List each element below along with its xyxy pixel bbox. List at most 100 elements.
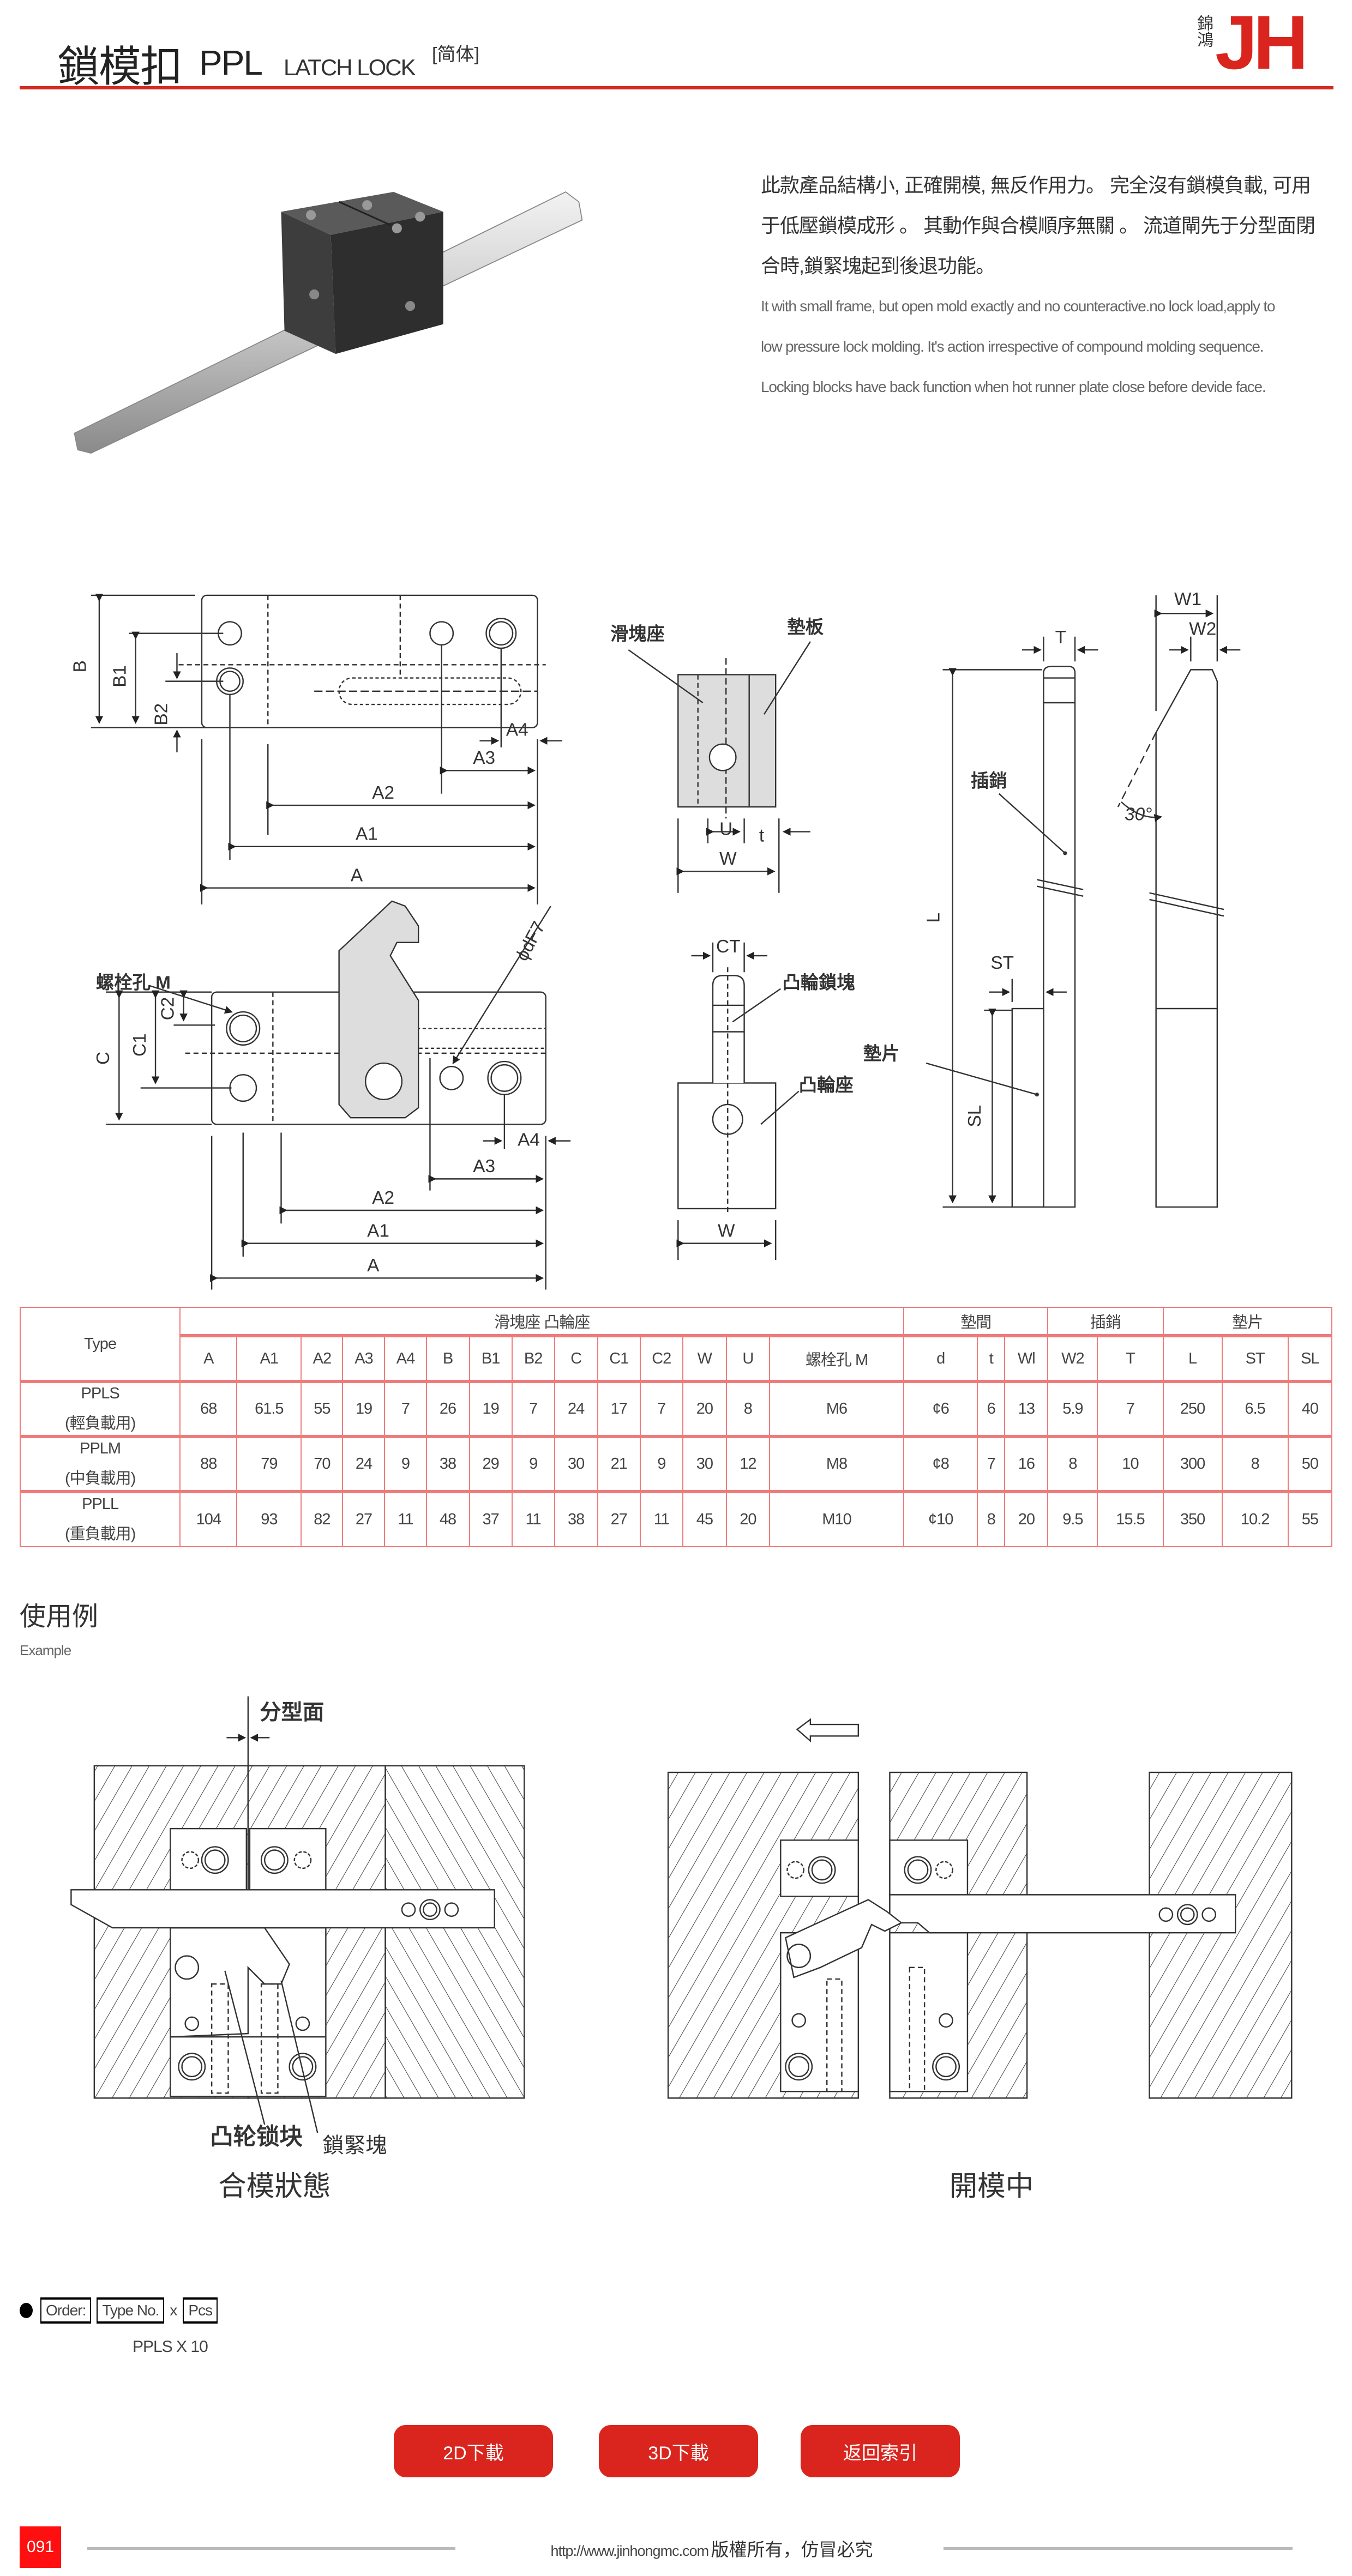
dim-label-A2: A2 [372, 1188, 394, 1208]
table-cell: 82 [301, 1490, 344, 1547]
table-cell: 7 [977, 1435, 1006, 1492]
table-cell: 12 [725, 1435, 770, 1492]
type-load: (輕負載用) [64, 1415, 136, 1432]
table-cell: 11 [639, 1490, 683, 1547]
table-cell: 45 [682, 1490, 727, 1547]
label-slide-seat: 滑塊座 [610, 624, 665, 644]
pin-side-drawing [1117, 595, 1241, 1208]
logo-chinese-text: 錦鴻 [1194, 15, 1212, 47]
order-example: PPLS X 10 [133, 2338, 208, 2356]
table-cell: 11 [384, 1490, 427, 1547]
dim-label-A3: A3 [473, 1156, 495, 1177]
usage-closed-drawing [70, 1696, 525, 2133]
table-column-header: B1 [468, 1334, 513, 1382]
table-column-header: A1 [236, 1334, 302, 1382]
table-type-cell: PPLM(中負載用) [19, 1435, 181, 1492]
footer-url-link[interactable]: http://www.jinhongmc.com [550, 2543, 709, 2559]
table-cell: M6 [768, 1380, 905, 1437]
table-column-header: T [1097, 1334, 1164, 1382]
table-cell: ¢8 [903, 1435, 978, 1492]
language-switch-link[interactable]: [简体] [432, 44, 479, 65]
caption-opening-state: 開模中 [950, 2170, 1034, 2201]
pin-front-drawing [926, 636, 1098, 1208]
table-cell: 104 [179, 1490, 238, 1547]
description-cn-line: 此款產品結構小, 正確開模, 無反作用力。 完全沒有鎖模負載, 可用 [761, 174, 1311, 196]
description-en-line: Locking blocks have back function when h… [761, 378, 1266, 395]
table-cell: 6.5 [1221, 1380, 1289, 1437]
table-column-header: A2 [301, 1334, 344, 1382]
table-type-cell: PPLL(重負載用) [19, 1490, 181, 1547]
brand-logo: 錦鴻 JH [1194, 0, 1325, 85]
table-cell: 7 [511, 1380, 555, 1437]
table-cell: 38 [554, 1490, 598, 1547]
download-2d-button[interactable]: 2D下載 [394, 2425, 553, 2477]
table-cell: 20 [682, 1380, 727, 1437]
description-cn-line: 于低壓鎖模成形 。 其動作與合模順序無關 。 流道閘先于分型面閉 [761, 214, 1315, 237]
label-cam-lock: 凸轮锁块 [210, 2123, 303, 2149]
header-divider [20, 86, 1333, 89]
table-column-header: B2 [511, 1334, 555, 1382]
table-cell: 9 [384, 1435, 427, 1492]
table-cell: 37 [468, 1490, 513, 1547]
label-shim: 墊片 [863, 1044, 900, 1064]
table-cell: 350 [1162, 1490, 1223, 1547]
dim-label-L: L [923, 913, 944, 923]
table-group-header: 插銷 [1047, 1307, 1164, 1336]
type-code: PPLL [82, 1495, 119, 1513]
table-type-cell: PPLS(輕負載用) [19, 1380, 181, 1437]
table-column-header: A3 [342, 1334, 386, 1382]
dim-label-T: T [1055, 628, 1066, 648]
table-cell: ¢6 [903, 1380, 978, 1437]
type-code: PPLM [80, 1440, 121, 1457]
table-cell: 17 [597, 1380, 641, 1437]
caption-closed-state: 合模狀態 [218, 2170, 331, 2201]
table-column-header: W2 [1047, 1334, 1098, 1382]
table-cell: 24 [554, 1380, 598, 1437]
table-cell: 30 [554, 1435, 598, 1492]
table-cell: 38 [425, 1435, 470, 1492]
download-3d-button[interactable]: 3D下載 [599, 2425, 758, 2477]
table-cell: 6 [977, 1380, 1006, 1437]
table-cell: 79 [236, 1435, 302, 1492]
dim-label-A4: A4 [518, 1130, 540, 1150]
dim-label-W: W [719, 849, 737, 869]
description-en-line: It with small frame, but open mold exact… [761, 298, 1276, 315]
footer-divider-left [87, 2547, 455, 2550]
dim-label-B: B [70, 660, 91, 672]
dim-label-W: W [718, 1221, 735, 1241]
table-column-header: t [977, 1334, 1006, 1382]
table-group-header: 墊間 [903, 1307, 1049, 1336]
slide-seat-end-drawing [628, 641, 811, 893]
page-title-english: LATCH LOCK [284, 55, 416, 80]
table-cell: 50 [1287, 1435, 1333, 1492]
dim-label-A2: A2 [372, 783, 394, 803]
back-to-index-button[interactable]: 返回索引 [801, 2425, 960, 2477]
label-cam-lock-block: 凸輪鎖塊 [782, 973, 855, 993]
product-code: PPL [199, 43, 263, 82]
table-cell: 88 [179, 1435, 238, 1492]
table-column-header: 螺栓孔 M [768, 1334, 905, 1382]
footer-copyright: 版權所有，仿冒必究 [711, 2539, 873, 2560]
table-cell: 27 [342, 1490, 386, 1547]
table-cell: 10.2 [1221, 1490, 1289, 1547]
table-column-header: Wl [1004, 1334, 1049, 1382]
product-description: 此款產品結構小, 正確開模, 無反作用力。 完全沒有鎖模負載, 可用 于低壓鎖模… [761, 165, 1333, 407]
dim-label-C2: C2 [158, 997, 178, 1021]
dim-label-C: C [93, 1052, 113, 1065]
usage-section-subtitle: Example [20, 1642, 71, 1658]
table-cell: 15.5 [1097, 1490, 1164, 1547]
dim-label-A1: A1 [367, 1221, 389, 1241]
table-cell: 24 [342, 1435, 386, 1492]
table-cell: 13 [1004, 1380, 1049, 1437]
table-column-header: C [554, 1334, 598, 1382]
bullet-icon [20, 2303, 33, 2318]
table-column-header: C2 [639, 1334, 683, 1382]
table-cell: 55 [1287, 1490, 1333, 1547]
slide-seat-plan-drawing [91, 593, 563, 904]
dim-label-C1: C1 [130, 1033, 150, 1057]
table-cell: 5.9 [1047, 1380, 1098, 1437]
